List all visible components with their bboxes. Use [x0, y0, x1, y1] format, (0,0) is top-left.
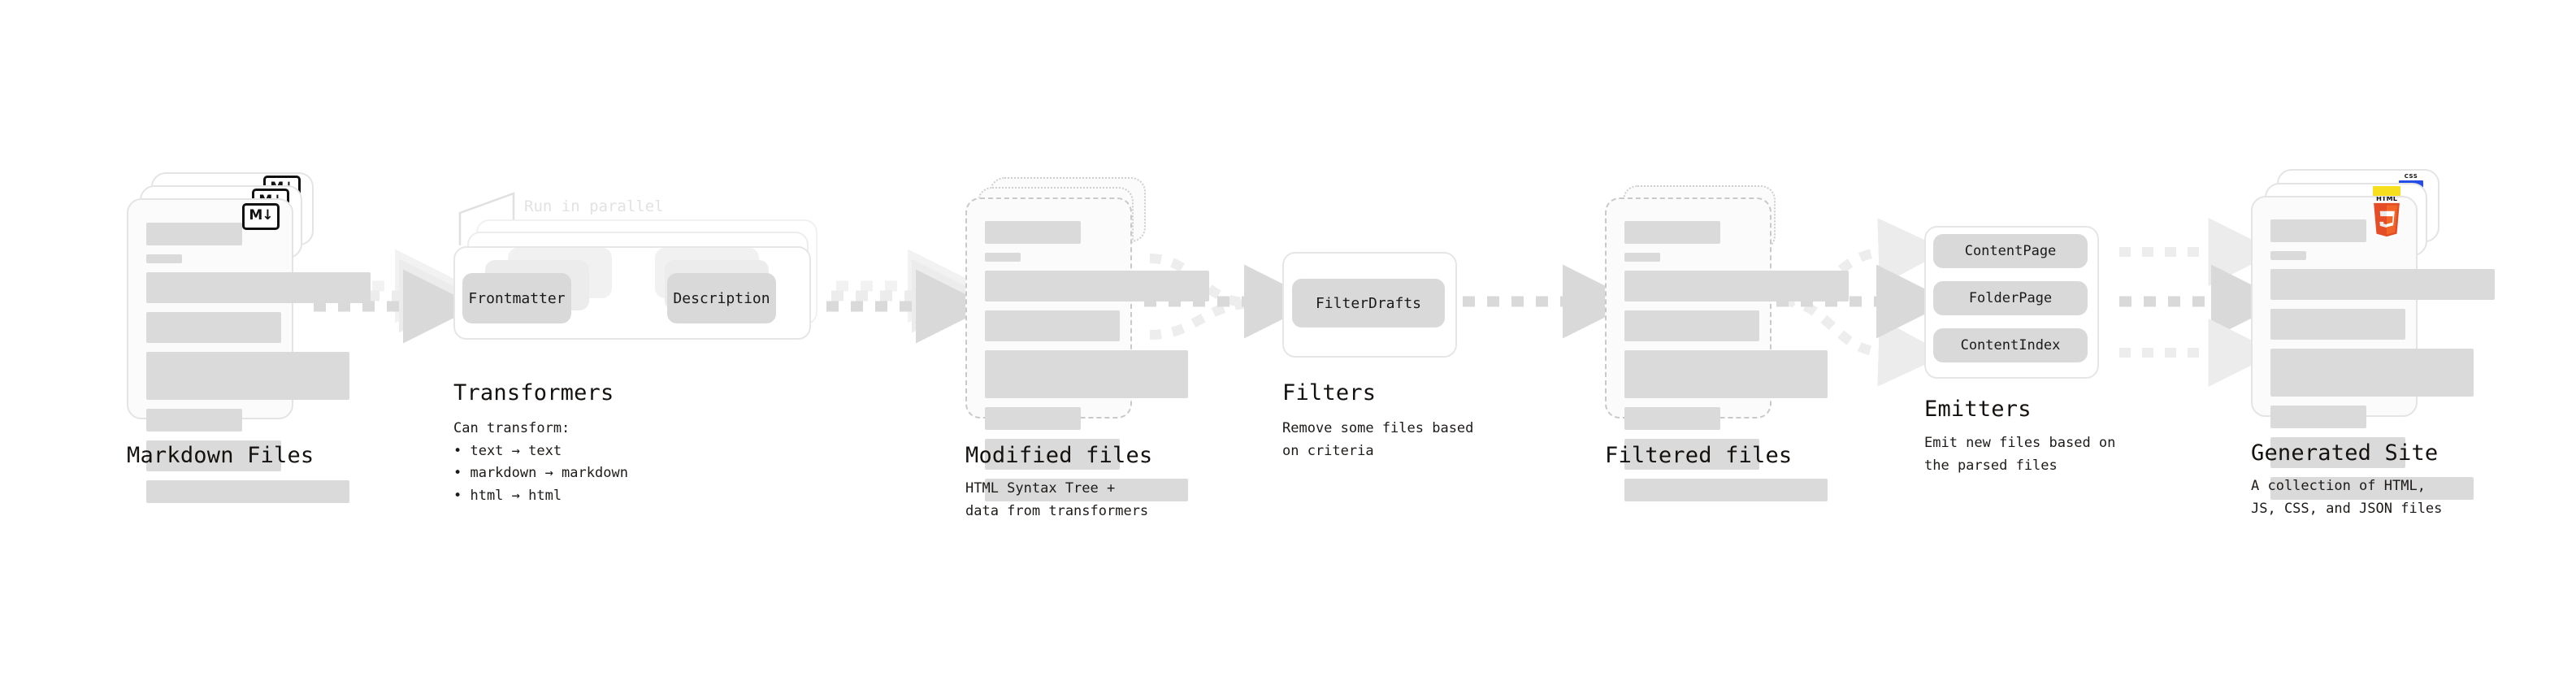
file-content-bar — [2270, 309, 2405, 340]
markdown-badge-text-front: M↓ — [249, 207, 273, 223]
emitters-subtitle: Emit new files based on the parsed files — [1924, 435, 2116, 474]
markdown-badge-front: M↓ — [242, 203, 280, 230]
filterdrafts-chip-label: FilterDrafts — [1315, 294, 1422, 312]
emitters-title: Emitters — [1924, 397, 2032, 422]
description-chip[interactable]: Description — [667, 273, 776, 323]
html5-badge: HTML — [2369, 194, 2405, 237]
file-content-bar — [985, 350, 1188, 398]
modified-files-subtitle: HTML Syntax Tree + data from transformer… — [965, 480, 1149, 519]
modified-files-title: Modified files — [965, 443, 1153, 468]
filterdrafts-chip[interactable]: FilterDrafts — [1292, 279, 1445, 327]
file-content-bar — [1624, 479, 1828, 501]
file-content-bar — [2270, 219, 2366, 242]
markdown-files-title: Markdown Files — [127, 443, 314, 468]
file-content-bar — [1624, 253, 1660, 262]
filters-title: Filters — [1282, 380, 1377, 406]
generated-site-subtitle: A collection of HTML, JS, CSS, and JSON … — [2251, 478, 2443, 517]
filtered-files-title: Filtered files — [1605, 443, 1793, 468]
transformers-title: Transformers — [453, 380, 614, 406]
run-in-parallel-note: Run in parallel — [524, 197, 664, 215]
file-content-bar — [1624, 439, 1759, 470]
file-content-bar — [1624, 271, 1849, 301]
file-content-bar — [146, 440, 281, 471]
file-content-bar — [2270, 349, 2474, 397]
arrow-transformers-to-modified — [826, 249, 990, 344]
file-content-bar — [985, 253, 1021, 262]
file-content-bar — [985, 407, 1081, 430]
filters-subtitle: Remove some files based on criteria — [1282, 420, 1474, 459]
file-content-bar — [1624, 221, 1720, 244]
description-chip-label: Description — [673, 289, 770, 307]
file-content-bar — [985, 221, 1081, 244]
contentindex-chip-label: ContentIndex — [1960, 337, 2061, 354]
markdown-file-bars — [146, 223, 371, 512]
file-content-bar — [146, 312, 281, 343]
file-content-bar — [146, 409, 242, 432]
contentindex-chip[interactable]: ContentIndex — [1933, 328, 2088, 362]
file-content-bar — [2270, 477, 2474, 500]
file-content-bar — [985, 439, 1120, 470]
file-content-bar — [2270, 251, 2306, 260]
file-content-bar — [146, 272, 371, 303]
generated-site-stack: HTML — [0, 0, 2495, 500]
frontmatter-chip-label: Frontmatter — [468, 289, 566, 307]
file-content-bar — [1624, 350, 1828, 398]
file-content-bar — [2270, 269, 2495, 300]
file-content-bar — [146, 254, 182, 263]
file-content-bar — [985, 310, 1120, 341]
folderpage-chip-label: FolderPage — [1968, 290, 2053, 306]
file-content-bar — [146, 480, 349, 503]
modified-file-bars — [985, 221, 1209, 510]
file-content-bar — [1624, 310, 1759, 341]
transformers-subtitle: Can transform: • text → text • markdown … — [453, 420, 628, 504]
generated-site-title: Generated Site — [2251, 440, 2439, 466]
file-content-bar — [146, 223, 242, 245]
filtered-file-bars — [1624, 221, 1849, 510]
frontmatter-chip[interactable]: Frontmatter — [462, 273, 571, 323]
arrow-filtered-to-emitters — [1776, 218, 1950, 387]
contentpage-chip-label: ContentPage — [1964, 243, 2057, 259]
file-content-bar — [985, 271, 1209, 301]
arrow-emitters-to-site — [2119, 218, 2285, 387]
file-content-bar — [1624, 407, 1720, 430]
folderpage-chip[interactable]: FolderPage — [1933, 281, 2088, 315]
file-content-bar — [2270, 437, 2405, 468]
file-content-bar — [2270, 406, 2366, 428]
file-content-bar — [146, 352, 349, 400]
site-file-bars — [2270, 219, 2495, 509]
file-content-bar — [985, 479, 1188, 501]
svg-text:HTML: HTML — [2376, 197, 2398, 202]
contentpage-chip[interactable]: ContentPage — [1933, 234, 2088, 268]
